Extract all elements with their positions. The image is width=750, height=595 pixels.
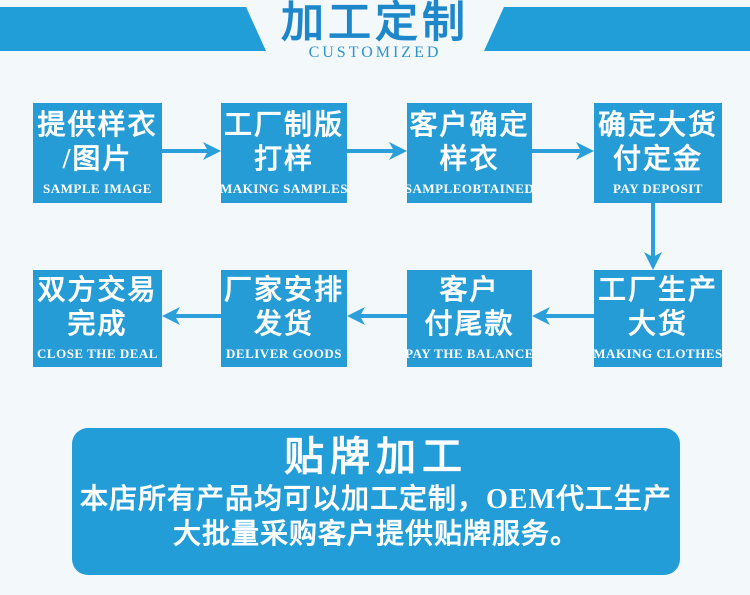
step-zh-line2: 付尾款 bbox=[424, 309, 515, 340]
step-zh-line1: 客户 bbox=[439, 275, 500, 306]
arrow-right-icon bbox=[162, 142, 221, 160]
oem-text-line1: 本店所有产品均可以加工定制，OEM代工生产 bbox=[80, 484, 672, 515]
step-zh-line2: 打样 bbox=[253, 143, 314, 175]
step-en-label: DELIVER GOODS bbox=[226, 346, 342, 361]
flow-step-making-samples: 工厂制版 打样 MAKING SAMPLES bbox=[220, 103, 348, 203]
step-zh-line1: 提供样衣 bbox=[37, 109, 158, 141]
arrow-shaft bbox=[651, 203, 655, 258]
step-zh-line1: 厂家安排 bbox=[223, 275, 344, 306]
step-en-label: SAMPLE IMAGE bbox=[43, 180, 152, 196]
arrow-shaft bbox=[544, 314, 594, 318]
flow-step-sample-image: 提供样衣 /图片 SAMPLE IMAGE bbox=[33, 103, 162, 203]
arrow-shaft bbox=[347, 149, 395, 153]
arrow-shaft bbox=[162, 149, 209, 153]
step-en-label: MAKING SAMPLES bbox=[220, 180, 348, 196]
oem-panel: 贴牌加工 本店所有产品均可以加工定制，OEM代工生产 大批量采购客户提供贴牌服务… bbox=[72, 428, 680, 575]
flow-step-deliver-goods: 厂家安排 发货 DELIVER GOODS bbox=[221, 270, 347, 367]
arrow-left-icon bbox=[532, 307, 594, 325]
arrow-right-icon bbox=[532, 142, 594, 160]
step-en-label: MAKING CLOTHES bbox=[593, 346, 723, 361]
step-zh-line1: 客户确定 bbox=[409, 109, 530, 141]
flow-step-sample-obtained: 客户确定 样衣 SAMPLEOBTAINED bbox=[404, 103, 535, 203]
step-zh-line2: 发货 bbox=[253, 309, 314, 340]
arrow-right-icon bbox=[347, 142, 407, 160]
flow-step-making-clothes: 工厂生产 大货 MAKING CLOTHES bbox=[593, 270, 723, 367]
header-ribbon-right bbox=[484, 7, 750, 51]
step-en-label: PAY THE BALANCE bbox=[405, 346, 534, 361]
arrow-down-icon bbox=[644, 203, 662, 270]
step-zh-line2: /图片 bbox=[62, 143, 133, 175]
flow-step-pay-deposit: 确定大货 付定金 PAY DEPOSIT bbox=[594, 103, 722, 203]
arrow-shaft bbox=[532, 149, 582, 153]
arrow-left-icon bbox=[162, 307, 221, 325]
arrow-shaft bbox=[359, 314, 407, 318]
step-zh-line2: 样衣 bbox=[439, 143, 500, 175]
step-zh-line2: 大货 bbox=[627, 309, 688, 340]
oem-title: 贴牌加工 bbox=[284, 434, 468, 479]
section-subtitle: CUSTOMIZED bbox=[308, 44, 442, 61]
header-ribbon-left bbox=[0, 7, 266, 51]
step-en-label: CLOSE THE DEAL bbox=[37, 346, 158, 361]
step-en-label: SAMPLEOBTAINED bbox=[404, 180, 535, 196]
step-en-label: PAY DEPOSIT bbox=[613, 180, 703, 196]
arrow-left-icon bbox=[347, 307, 407, 325]
arrow-shaft bbox=[174, 314, 221, 318]
step-zh-line1: 双方交易 bbox=[37, 275, 158, 306]
section-title: 加工定制 bbox=[281, 0, 469, 47]
step-zh-line2: 完成 bbox=[67, 309, 128, 340]
flow-step-pay-balance: 客户 付尾款 PAY THE BALANCE bbox=[405, 270, 534, 367]
step-zh-line2: 付定金 bbox=[612, 143, 703, 175]
step-zh-line1: 工厂制版 bbox=[223, 109, 344, 141]
step-zh-line1: 工厂生产 bbox=[597, 275, 718, 306]
step-zh-line1: 确定大货 bbox=[597, 109, 718, 141]
oem-text-line2: 大批量采购客户提供贴牌服务。 bbox=[172, 519, 579, 550]
flow-step-close-the-deal: 双方交易 完成 CLOSE THE DEAL bbox=[33, 270, 162, 367]
